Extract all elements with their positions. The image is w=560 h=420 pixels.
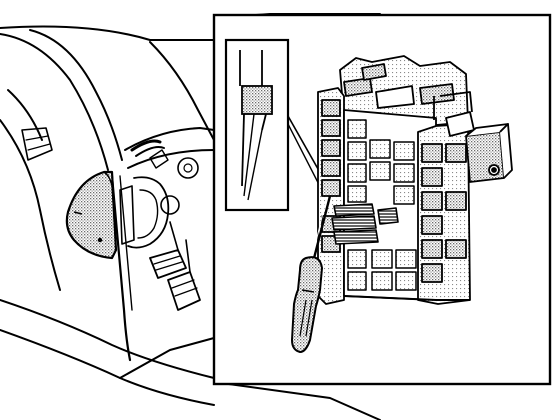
roof-line (0, 25, 215, 41)
dash-knob-2 (160, 195, 180, 215)
dash-knob (177, 157, 199, 179)
fuse-row-dark (331, 203, 399, 245)
magnified-view-fuse-removal (212, 13, 552, 386)
fuse-box-cover (65, 170, 118, 260)
door-sill-upper (0, 299, 215, 379)
door-panel-hinge (119, 185, 135, 245)
floor-edge (119, 337, 215, 379)
door-frame (110, 174, 132, 362)
fuse-puller-clip (224, 38, 290, 212)
a-pillar-inner (29, 29, 123, 161)
sill-extension (213, 381, 381, 420)
pedal-brake (149, 249, 187, 279)
pedal-accelerator (167, 271, 201, 311)
relay-fuse-box (317, 55, 513, 305)
dash-vent (21, 127, 53, 161)
a-pillar-outer (0, 33, 109, 171)
door-sill-lower (0, 329, 215, 406)
dashboard (124, 127, 215, 151)
windshield-edge (149, 41, 215, 141)
car-interior-scene (0, 13, 381, 420)
screwdriver (291, 195, 332, 353)
body-side (0, 119, 61, 291)
